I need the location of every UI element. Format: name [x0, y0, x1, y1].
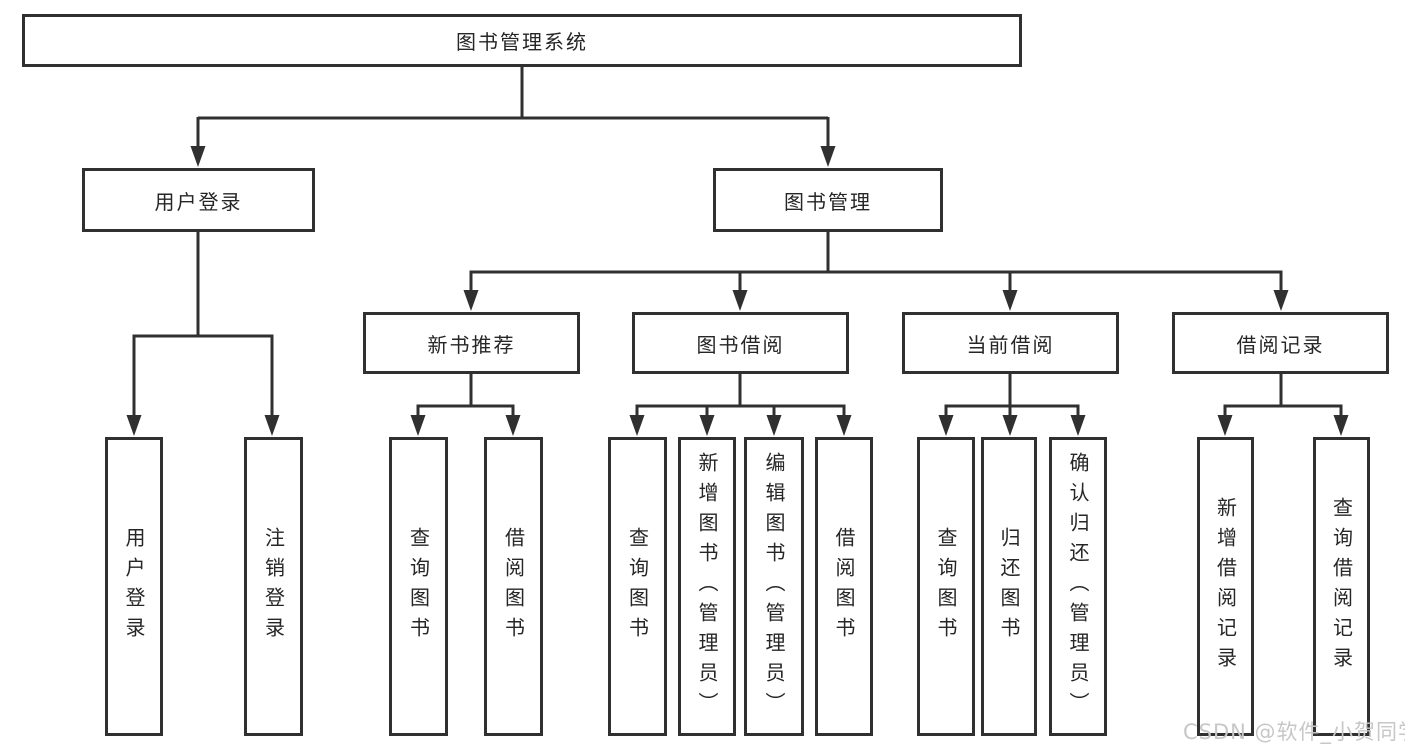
node-label: 新增图书（管理员）: [695, 451, 719, 722]
node-root-system: 图书管理系统: [22, 14, 1022, 67]
leaf-edit-books-admin: 编辑图书（管理员）: [744, 437, 804, 736]
node-label: 新增借阅记录: [1213, 496, 1238, 677]
leaf-borrow-books: 借阅图书: [815, 437, 873, 736]
node-label: 借阅记录: [1236, 332, 1325, 357]
node-label: 查询图书: [406, 526, 431, 647]
node-label: 编辑图书（管理员）: [762, 451, 786, 722]
leaf-query-books-recommend: 查询图书: [389, 437, 448, 736]
node-label: 用户登录: [154, 189, 243, 214]
csdn-watermark: CSDN @软件_小贺同学: [1183, 720, 1405, 744]
node-label: 查询图书: [625, 526, 650, 647]
leaf-borrow-books-recommend: 借阅图书: [484, 437, 543, 736]
node-user-login-branch: 用户登录: [82, 168, 315, 232]
node-label: 当前借阅: [966, 332, 1055, 357]
arrowheads: [126, 146, 1349, 436]
node-book-borrowing: 图书借阅: [632, 312, 849, 374]
node-current-borrowing: 当前借阅: [902, 312, 1119, 374]
leaf-logout: 注销登录: [244, 437, 303, 736]
leaf-add-books-admin: 新增图书（管理员）: [678, 437, 736, 736]
node-book-management: 图书管理: [713, 168, 943, 232]
node-label: 注销登录: [261, 526, 286, 647]
node-label: 图书管理系统: [456, 30, 588, 54]
node-borrow-records: 借阅记录: [1172, 312, 1389, 374]
leaf-query-books-borrow: 查询图书: [608, 437, 667, 736]
node-new-book-recommend: 新书推荐: [363, 312, 580, 374]
leaf-query-borrow-record: 查询借阅记录: [1313, 437, 1370, 736]
leaf-confirm-return-admin: 确认归还（管理员）: [1049, 437, 1107, 736]
node-label: 查询借阅记录: [1329, 496, 1354, 677]
node-label: 确认归还（管理员）: [1066, 451, 1090, 722]
leaf-query-books-current: 查询图书: [917, 437, 975, 736]
leaf-return-books: 归还图书: [981, 437, 1037, 736]
leaf-user-login: 用户登录: [105, 437, 163, 736]
node-label: 借阅图书: [501, 526, 526, 647]
node-label: 归还图书: [997, 526, 1021, 647]
node-label: 新书推荐: [427, 332, 516, 357]
node-label: 图书借阅: [696, 332, 785, 357]
node-label: 用户登录: [122, 526, 146, 647]
leaf-add-borrow-record: 新增借阅记录: [1197, 437, 1254, 736]
node-label: 图书管理: [784, 189, 872, 214]
node-label: 查询图书: [934, 526, 958, 647]
node-label: 借阅图书: [832, 526, 856, 647]
